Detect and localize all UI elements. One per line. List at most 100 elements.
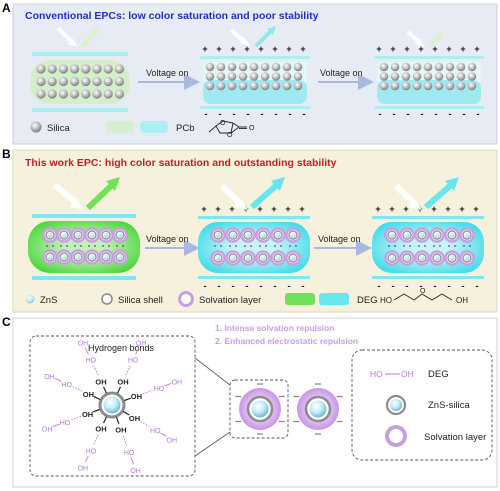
silica-particle xyxy=(114,89,124,99)
zns-core xyxy=(47,232,53,238)
pcb-green-swatch xyxy=(106,121,134,133)
surface-oh-label: OH xyxy=(115,425,126,434)
plus-signs-top: ++++++++ xyxy=(202,44,305,54)
ion-dot xyxy=(259,245,261,247)
electrode-bottom xyxy=(200,106,310,109)
deg-chain xyxy=(52,423,60,427)
zns-core xyxy=(404,232,410,238)
silica-particle xyxy=(467,62,477,72)
zns-silica-particle xyxy=(98,227,114,243)
reflected-light-arrow xyxy=(250,181,280,210)
incident-light-arrowhead xyxy=(68,38,78,47)
silica-particles xyxy=(36,64,124,99)
silica-particle xyxy=(379,62,389,72)
plus-sign: + xyxy=(285,204,290,214)
silica-shell-legend-label: Silica shell xyxy=(118,295,163,306)
minus-sign: - xyxy=(407,109,410,119)
zns-core xyxy=(449,255,455,261)
ion-dot xyxy=(448,245,450,247)
plus-sign: + xyxy=(258,44,263,54)
minus-sign: - xyxy=(205,109,208,119)
silica-particle xyxy=(238,81,248,91)
panel-c: C Hydrogen bonds OHHOOHOHHOOHOHHOOHOHHOO… xyxy=(2,315,498,488)
panel-c-legend-box xyxy=(351,349,493,461)
silica-particle xyxy=(423,81,433,91)
solvation-legend-label: Solvation layer xyxy=(199,295,261,306)
silica-particle xyxy=(456,72,466,81)
silica-particle xyxy=(238,62,248,72)
zns-core xyxy=(389,255,395,261)
silica-particle xyxy=(445,72,455,81)
silica-particle xyxy=(412,81,422,91)
minus-sign: - xyxy=(406,281,409,291)
plus-sign: + xyxy=(418,44,423,54)
silica-particle xyxy=(282,62,292,72)
zns-silica-particle xyxy=(225,250,241,266)
silica-particle xyxy=(227,72,237,81)
zns-silica-particle xyxy=(42,249,58,265)
zns-silica-particle xyxy=(459,227,475,243)
silica-particle xyxy=(81,89,91,99)
electrode-bottom xyxy=(198,276,310,279)
minus-sign: - xyxy=(219,109,222,119)
deg-ho-label: HO xyxy=(61,382,72,389)
plus-sign: + xyxy=(445,204,450,214)
deg-chain xyxy=(84,347,89,355)
oxygen-atom-1: O xyxy=(220,120,226,127)
zns-core xyxy=(275,255,281,261)
surface-oh-label: OH xyxy=(82,410,93,419)
legend-deg-label: DEG xyxy=(428,369,449,380)
silica-particle xyxy=(81,76,91,87)
minus-sign: - xyxy=(434,281,437,291)
silica-particle xyxy=(434,62,444,72)
silica-particle xyxy=(227,81,237,91)
zns-silica-particle xyxy=(70,249,86,265)
deg-chain xyxy=(160,432,167,437)
reflected-light-arrowhead xyxy=(267,26,276,35)
zns-silica-particle xyxy=(112,249,128,265)
ion-dot xyxy=(66,245,68,247)
zns-silica-particle xyxy=(210,227,226,243)
surface-negative-charges xyxy=(235,383,343,435)
panel-b-title: This work EPC: high color saturation and… xyxy=(25,157,337,169)
zns-silica-particle xyxy=(42,227,58,243)
plus-sign: + xyxy=(404,44,409,54)
deg-oh-label: OH xyxy=(78,340,89,347)
panel-b-cell-2: ++++++++ -------- xyxy=(198,177,310,291)
silica-particle xyxy=(216,62,226,72)
silica-particle xyxy=(36,89,46,99)
zns-core xyxy=(251,400,269,418)
reflected-light-arrowhead xyxy=(435,32,444,41)
minus-sign: - xyxy=(260,281,263,291)
ion-dot xyxy=(52,245,54,247)
zns-core xyxy=(260,232,266,238)
zns-silica-particle xyxy=(444,227,460,243)
minus-sign: - xyxy=(261,109,264,119)
zns-silica-particle xyxy=(285,227,301,243)
silica-particle xyxy=(92,64,102,74)
zns-silica-particle xyxy=(270,227,286,243)
ion-dot xyxy=(80,245,82,247)
plus-sign: + xyxy=(257,204,262,214)
deg-ho-label: HO xyxy=(86,448,97,455)
plus-sign: + xyxy=(202,44,207,54)
zns-core xyxy=(61,232,67,238)
zns-core xyxy=(290,255,296,261)
electrode-top xyxy=(372,216,484,219)
zns-core xyxy=(434,232,440,238)
silica-particle xyxy=(92,89,102,99)
ion-dot xyxy=(424,245,426,247)
minus-sign: - xyxy=(204,281,207,291)
silica-particle xyxy=(227,62,237,72)
silica-particle xyxy=(114,76,124,87)
zns-silica-particle xyxy=(98,249,114,265)
ion-dot xyxy=(403,245,405,247)
ion-dot xyxy=(88,245,90,247)
zns-silica-particle xyxy=(414,250,430,266)
minus-sign: - xyxy=(379,109,382,119)
zns-silica-particle xyxy=(429,227,445,243)
silanol-bond xyxy=(93,408,100,413)
ion-dot xyxy=(265,245,267,247)
deg-ho-label: HO xyxy=(380,296,392,305)
